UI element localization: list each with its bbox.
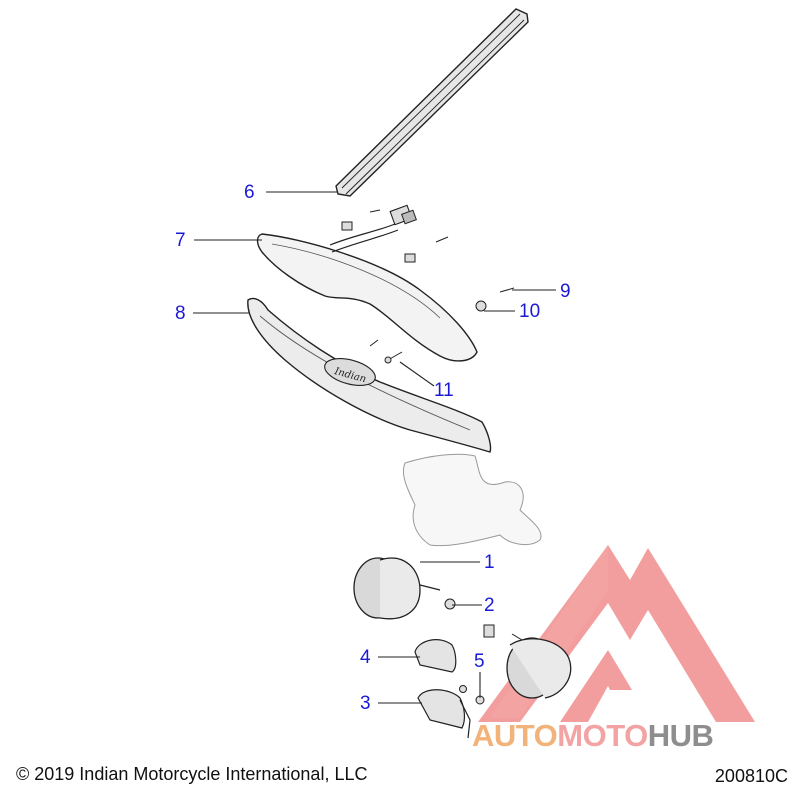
light-housing-part-7 [256, 204, 478, 362]
fender-mount-ghost [402, 453, 542, 547]
copyright-notice: © 2019 Indian Motorcycle International, … [16, 764, 368, 784]
watermark-text: AUTOMOTOHUB [472, 718, 714, 754]
callout-10: 10 [519, 301, 541, 322]
callout-2: 2 [484, 595, 495, 616]
watermark-hub: HUB [647, 718, 714, 753]
plate-light-part-4 [414, 639, 457, 673]
callout-6: 6 [244, 182, 255, 203]
callout-8: 8 [175, 303, 186, 324]
turn-signal-part-1 [353, 557, 456, 620]
plate-light-bracket-part-3 [417, 685, 471, 739]
bolt [369, 287, 515, 364]
callout-1: 1 [484, 552, 495, 573]
callout-9: 9 [560, 281, 571, 302]
watermark-auto: AUTO [472, 718, 558, 753]
callout-3: 3 [360, 693, 371, 714]
callout-11: 11 [434, 380, 454, 401]
trim-strip-part-6 [335, 8, 529, 197]
callout-4: 4 [360, 647, 371, 668]
watermark-moto: MOTO [557, 718, 648, 753]
turn-signal-right [483, 624, 572, 699]
callout-5: 5 [474, 651, 485, 672]
leader-lines [193, 191, 556, 704]
trim-bar-part-8: Indian [247, 287, 515, 453]
bolt [341, 209, 449, 263]
callout-7: 7 [175, 230, 186, 251]
drawing-number: 200810C [714, 766, 788, 786]
